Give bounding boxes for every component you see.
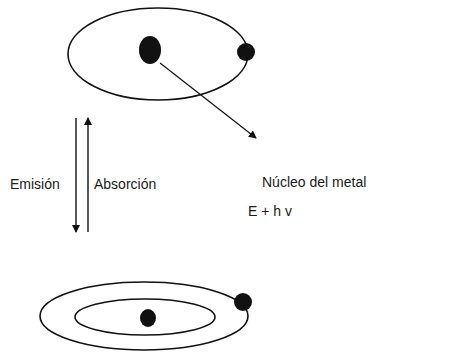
emission-arrow [75, 118, 76, 232]
inner-orbit [75, 299, 215, 335]
absorption-arrow [87, 118, 88, 232]
leader-arrow [160, 63, 256, 138]
excited-orbit [68, 8, 248, 100]
part-label: Núcleo del metal [262, 174, 366, 190]
electron [234, 293, 252, 311]
equation-label: E + h v [248, 203, 292, 219]
nucleus [139, 36, 161, 64]
process-label: Absorción [94, 176, 156, 192]
process-label: Emisión [10, 176, 60, 192]
outer-orbit [40, 282, 248, 350]
electron [237, 43, 255, 61]
nucleus [140, 309, 156, 327]
